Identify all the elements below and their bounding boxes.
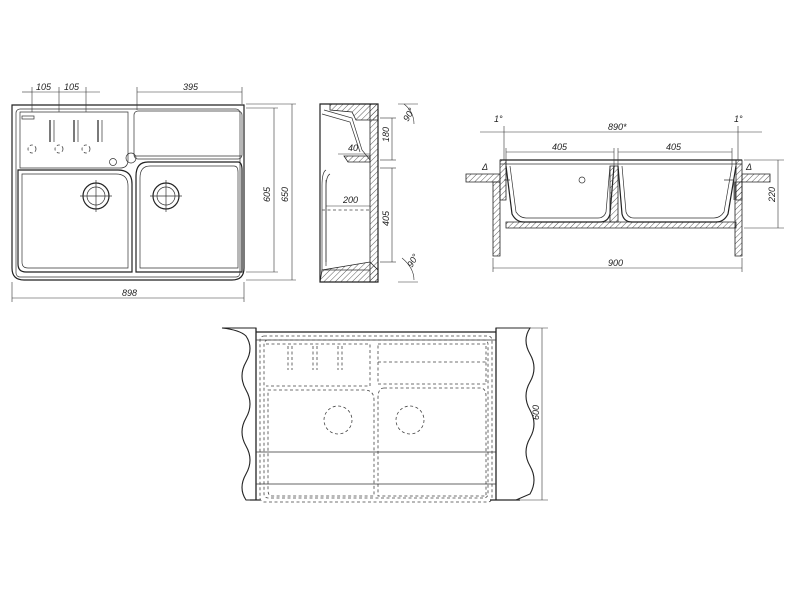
dim-898: 898 [122,288,137,298]
dim-105-left: 105 [36,82,52,92]
dim-40: 40 [348,143,358,153]
dim-405-left: 405 [552,142,568,152]
dim-395: 395 [183,82,199,92]
angle-90-bottom: 90° [405,252,421,269]
dim-105-right: 105 [64,82,80,92]
dim-180: 180 [381,127,391,142]
delta-left: Δ [481,162,488,172]
front-section: 890* 1° 1° 405 405 Δ Δ 220 900 [465,114,784,272]
angle-1-right: 1° [734,114,743,124]
dim-890: 890* [608,122,627,132]
dim-600: 600 [531,405,541,420]
side-section: 180 40 200 405 90° 90° [319,103,421,283]
dim-605: 605 [262,186,272,202]
delta-right: Δ [745,162,752,172]
install-view: 600 [221,327,548,503]
dim-405-side: 405 [381,210,391,226]
dim-405-right: 405 [666,142,682,152]
top-view: 105 105 395 605 650 898 [11,82,296,302]
dim-220: 220 [767,187,777,203]
angle-90-top: 90° [401,106,417,123]
angle-1-left: 1° [494,114,503,124]
dim-200: 200 [342,195,358,205]
dim-650: 650 [280,187,290,202]
dim-900: 900 [608,258,623,268]
